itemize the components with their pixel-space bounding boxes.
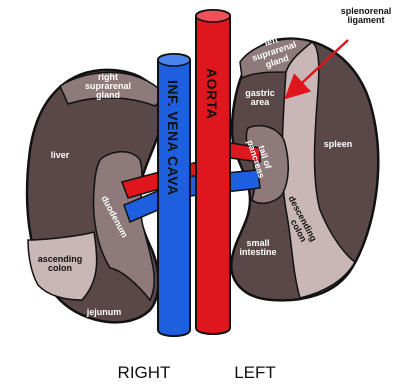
aorta-top xyxy=(196,10,230,22)
liver-label: liver xyxy=(51,150,70,160)
aorta: AORTA xyxy=(196,10,230,334)
gastric-area-label-2: area xyxy=(251,97,271,107)
left-side-label: LEFT xyxy=(234,363,276,382)
inferior-vena-cava: INF. VENA CAVA xyxy=(158,54,190,336)
vena-cava-top xyxy=(158,54,190,66)
right-side-label: RIGHT xyxy=(118,363,171,382)
small-intestine-label-2: intestine xyxy=(239,247,276,257)
callout-label-2: ligament xyxy=(347,15,384,25)
right-kidney xyxy=(27,70,162,322)
left-kidney xyxy=(231,39,378,301)
ascending-colon-label-2: colon xyxy=(48,263,72,273)
vena-cava-label: INF. VENA CAVA xyxy=(165,80,181,196)
aorta-label: AORTA xyxy=(204,68,220,119)
jejunum-label: jejunum xyxy=(86,307,122,317)
right-suprarenal-label-3: gland xyxy=(96,90,120,100)
spleen-label: spleen xyxy=(324,139,353,149)
aorta-tube xyxy=(196,10,230,334)
